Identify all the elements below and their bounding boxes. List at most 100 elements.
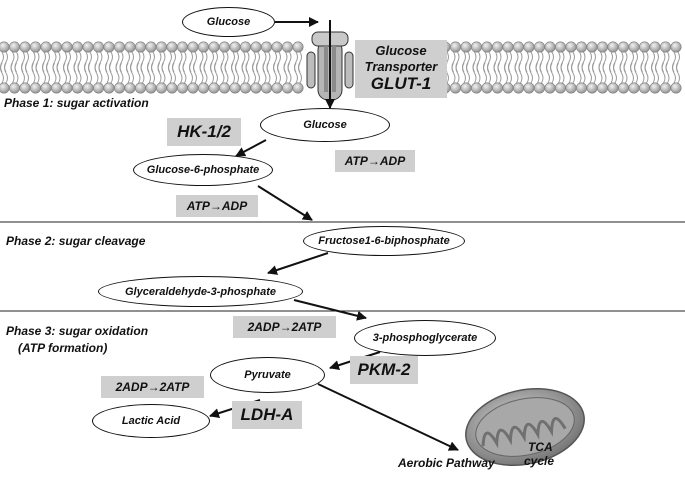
lipid-tail xyxy=(588,51,596,73)
lipid-head xyxy=(93,82,105,94)
lipid-head xyxy=(659,82,671,94)
lipid-head xyxy=(649,82,661,94)
lipid-tail xyxy=(94,51,103,73)
lipid-tail xyxy=(94,62,103,84)
lipid-tail xyxy=(630,51,638,73)
lipid-head xyxy=(586,82,598,94)
lipid-tail xyxy=(462,51,470,73)
lipid-head xyxy=(470,41,482,53)
lipid-tail xyxy=(157,51,166,73)
lipid-head xyxy=(460,82,472,94)
lipid-head xyxy=(460,41,472,53)
lipid-head xyxy=(9,82,20,94)
lipid-tail xyxy=(283,51,292,73)
lipid-tail xyxy=(262,62,271,84)
lipid-tail xyxy=(147,51,155,73)
lipid-tail xyxy=(115,51,124,73)
atp-adp-box-1: ATP→ADP xyxy=(335,150,415,172)
lipid-head xyxy=(208,82,220,94)
fructose-biphosphate-node: Fructose1-6-biphosphate xyxy=(303,226,465,256)
lipid-tail xyxy=(262,51,271,73)
lipid-head xyxy=(61,41,73,53)
lipid-tail xyxy=(283,62,292,84)
lipid-head xyxy=(596,82,608,94)
lipid-head xyxy=(177,82,189,94)
lipid-tail xyxy=(52,51,61,73)
lipid-tail xyxy=(31,62,40,84)
lipid-head xyxy=(607,41,619,53)
lipid-head xyxy=(145,82,157,94)
lipid-tail xyxy=(189,51,197,73)
lipid-head xyxy=(523,82,535,94)
lipid-tail xyxy=(609,62,617,84)
glut1-label-box: Glucose Transporter GLUT-1 xyxy=(355,40,447,98)
lipid-head xyxy=(19,41,31,53)
lipid-head xyxy=(260,82,272,94)
lipid-tail xyxy=(567,51,575,73)
lipid-tail xyxy=(199,51,208,73)
lipid-tail xyxy=(210,62,218,84)
lipid-tail xyxy=(294,62,302,84)
lipid-head xyxy=(491,82,503,94)
lipid-head xyxy=(533,41,545,53)
lipid-head xyxy=(103,82,115,94)
lipid-tail xyxy=(189,62,197,84)
lipid-tail xyxy=(535,62,544,84)
lipid-head xyxy=(229,41,241,53)
transporter-line2: Transporter xyxy=(364,58,438,74)
lipid-tail xyxy=(241,62,250,84)
lipid-tail xyxy=(598,51,607,73)
transporter-line1: Glucose xyxy=(375,43,427,59)
lipid-head xyxy=(124,41,136,53)
lipid-tail xyxy=(252,51,260,73)
lipid-tail xyxy=(672,51,680,73)
phase-3-sublabel: (ATP formation) xyxy=(18,341,108,355)
lipid-head xyxy=(19,82,31,94)
phase-2-label: Phase 2: sugar cleavage xyxy=(6,234,146,248)
lipid-tail xyxy=(42,62,50,84)
lipid-head xyxy=(292,41,304,53)
lipid-head xyxy=(82,41,94,53)
lipid-tail xyxy=(105,62,113,84)
lipid-head xyxy=(271,82,283,94)
lipid-head xyxy=(9,41,20,53)
lipid-head xyxy=(114,82,126,94)
lipid-tail xyxy=(21,51,29,73)
lipid-head xyxy=(617,41,629,53)
lipid-head xyxy=(292,82,304,94)
lipid-head xyxy=(114,41,126,53)
lipid-head xyxy=(575,41,587,53)
lipid-tail xyxy=(451,51,460,73)
lipid-tail xyxy=(630,62,638,84)
lipid-head xyxy=(512,41,524,53)
glucose-inside-node: Glucose xyxy=(260,108,390,142)
phase-3-label: Phase 3: sugar oxidation xyxy=(6,324,149,338)
lipid-tail xyxy=(241,51,250,73)
lipid-head xyxy=(240,82,252,94)
cell-membrane xyxy=(0,41,682,94)
lipid-head xyxy=(250,41,262,53)
glucose-6-phosphate-node: Glucose-6-phosphate xyxy=(133,154,273,186)
lipid-head xyxy=(72,41,84,53)
lipid-head xyxy=(40,82,52,94)
lipid-head xyxy=(670,41,682,53)
lipid-tail xyxy=(231,62,239,84)
lipid-tail xyxy=(178,51,187,73)
lipid-tail xyxy=(115,62,124,84)
lipid-tail xyxy=(273,51,281,73)
lipid-head xyxy=(638,82,650,94)
lipid-tail xyxy=(546,62,554,84)
lipid-tail xyxy=(472,51,481,73)
lipid-head xyxy=(145,41,157,53)
arrow-g3p-to-3pg xyxy=(293,299,367,321)
lipid-head xyxy=(29,82,41,94)
lipid-tail xyxy=(105,51,113,73)
lipid-head xyxy=(219,41,231,53)
lipid-head xyxy=(449,41,461,53)
lipid-tail xyxy=(525,62,533,84)
lipid-head xyxy=(0,82,10,94)
lipid-head xyxy=(533,82,545,94)
lipid-tail xyxy=(10,51,19,73)
lipid-tail xyxy=(73,62,82,84)
lipid-tail xyxy=(598,62,607,84)
